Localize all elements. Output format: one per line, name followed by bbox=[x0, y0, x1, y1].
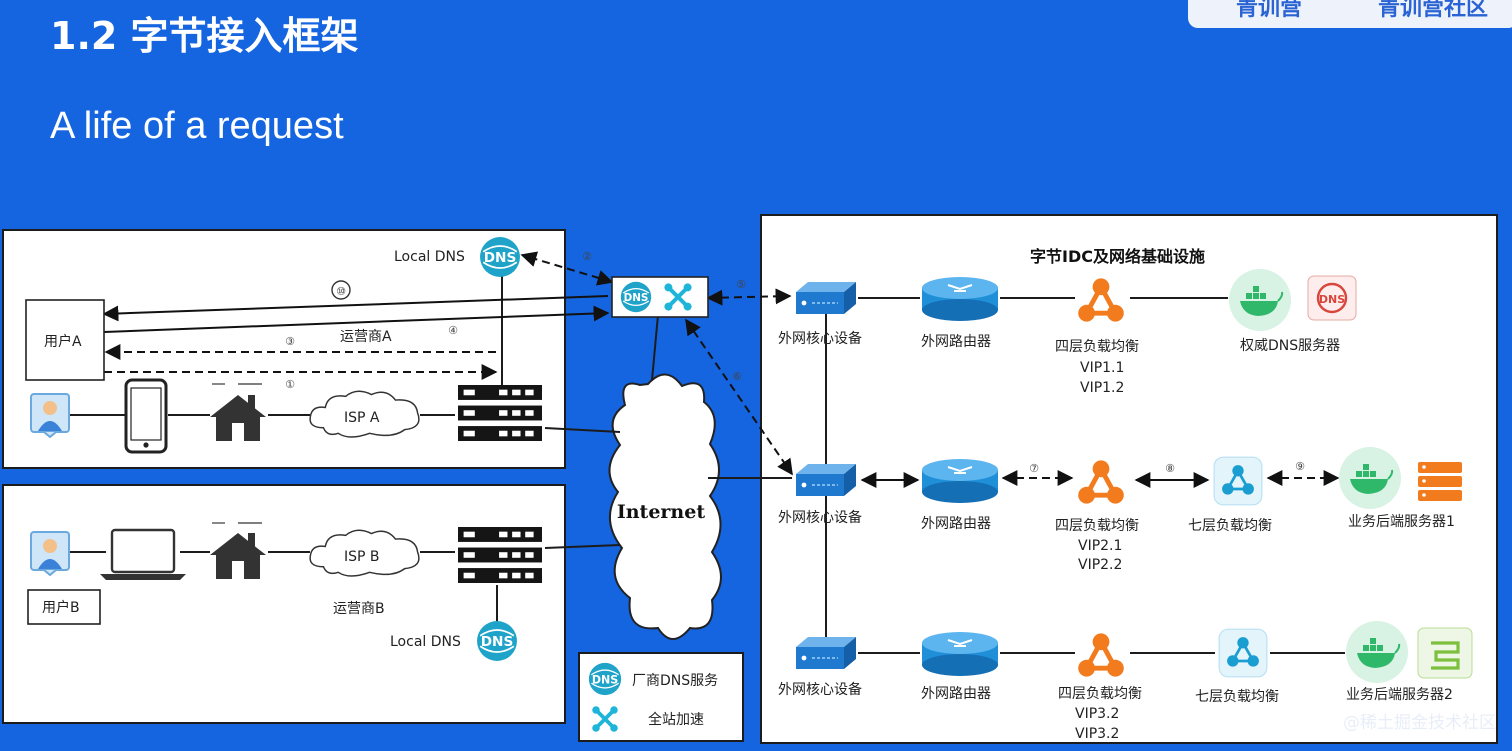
user-a-person-icon bbox=[30, 392, 70, 438]
step-10-label: ⑩ bbox=[336, 285, 346, 298]
slide-title: 1.2 字节接入框架 bbox=[50, 14, 359, 58]
legend-accel-icon bbox=[590, 704, 620, 734]
row3-vip-a: VIP3.2 bbox=[1075, 706, 1119, 722]
row2-l7-label: 七层负载均衡 bbox=[1188, 518, 1272, 534]
step-9-label: ⑨ bbox=[1295, 460, 1305, 473]
user-b-box bbox=[27, 589, 101, 625]
laptop-icon bbox=[100, 528, 186, 580]
l4-lb-1-icon bbox=[1078, 278, 1124, 321]
step-8-label: ⑧ bbox=[1165, 462, 1175, 475]
step-7-label: ⑦ bbox=[1029, 462, 1039, 475]
core-switch-1-icon bbox=[795, 281, 857, 315]
l7-lb-2-icon bbox=[1212, 456, 1264, 506]
row3-vip-b: VIP3.2 bbox=[1075, 726, 1119, 742]
house-icon-b bbox=[210, 533, 266, 579]
step-3-label: ③ bbox=[285, 335, 295, 348]
dns-server-icon: DNS bbox=[1307, 275, 1357, 321]
docker-3-icon bbox=[1345, 620, 1409, 684]
row1-vip-b: VIP1.2 bbox=[1080, 380, 1124, 396]
row2-vip-a: VIP2.1 bbox=[1078, 538, 1122, 554]
idc-title: 字节IDC及网络基础设施 bbox=[1030, 247, 1205, 266]
user-b-person-icon bbox=[30, 530, 70, 576]
step-5-label: ⑤ bbox=[736, 278, 746, 291]
smartphone-icon bbox=[124, 378, 168, 454]
carrier-b-label: 运营商B bbox=[333, 601, 385, 617]
l4-lb-2-icon bbox=[1078, 460, 1124, 503]
svg-text:DNS: DNS bbox=[1319, 293, 1345, 306]
core-switch-3-icon bbox=[795, 636, 857, 670]
core-switch-2-icon bbox=[795, 463, 857, 497]
router-3-icon bbox=[921, 631, 999, 677]
row1-core-label: 外网核心设备 bbox=[778, 330, 862, 347]
row3-router-label: 外网路由器 bbox=[921, 686, 991, 702]
row2-core-label: 外网核心设备 bbox=[778, 509, 862, 526]
row1-l4-label: 四层负载均衡 bbox=[1055, 339, 1139, 355]
house-icon-a bbox=[210, 395, 266, 441]
step-1-label: ① bbox=[285, 378, 295, 391]
row2-l4-label: 四层负载均衡 bbox=[1055, 518, 1139, 534]
local-dns-a-label: Local DNS bbox=[394, 249, 465, 265]
row2-vip-b: VIP2.2 bbox=[1078, 557, 1122, 573]
local-dns-b-label: Local DNS bbox=[390, 634, 461, 650]
row3-core-label: 外网核心设备 bbox=[778, 681, 862, 698]
user-a-label: 用户A bbox=[44, 333, 82, 350]
badge-left-text: 青训营 bbox=[1236, 0, 1303, 21]
row2-backend-label: 业务后端服务器1 bbox=[1348, 514, 1455, 530]
row1-dns-label: 权威DNS服务器 bbox=[1240, 338, 1340, 354]
badge-right-text: 青训营社区 bbox=[1378, 0, 1489, 21]
local-dns-b-icon bbox=[476, 620, 518, 662]
watermark: @稀土掘金技术社区 bbox=[1343, 713, 1496, 733]
isp-a-server-rack-icon bbox=[458, 385, 542, 441]
router-2-icon bbox=[921, 458, 999, 504]
isp-b-server-rack-icon bbox=[458, 527, 542, 583]
row1-vip-a: VIP1.1 bbox=[1080, 360, 1124, 376]
legend-accel-label: 全站加速 bbox=[648, 711, 704, 728]
row3-backend-label: 业务后端服务器2 bbox=[1346, 687, 1453, 703]
legend-dns-icon bbox=[588, 662, 622, 696]
backend-server-1-icon bbox=[1418, 462, 1462, 501]
vendor-dns-icon bbox=[620, 281, 652, 313]
local-dns-a-icon bbox=[479, 236, 521, 278]
legend-dns-label: 厂商DNS服务 bbox=[632, 673, 718, 689]
router-1-icon bbox=[921, 276, 999, 322]
isp-a-label: ISP A bbox=[344, 410, 380, 426]
internet-label: Internet bbox=[617, 501, 705, 523]
step-4-label: ④ bbox=[448, 324, 458, 337]
row3-l4-label: 四层负载均衡 bbox=[1058, 686, 1142, 702]
user-b-label: 用户B bbox=[42, 599, 80, 616]
step-6-label: ⑥ bbox=[732, 370, 742, 383]
l7-lb-3-icon bbox=[1217, 628, 1269, 678]
docker-1-icon bbox=[1228, 268, 1292, 332]
step-2-label: ② bbox=[582, 250, 592, 263]
l4-lb-3-icon bbox=[1078, 633, 1124, 676]
isp-b-label: ISP B bbox=[344, 549, 380, 565]
user-a-box bbox=[25, 299, 105, 381]
carrier-a-label: 运营商A bbox=[340, 329, 392, 345]
row3-l7-label: 七层负载均衡 bbox=[1195, 689, 1279, 705]
backend-server-2-icon bbox=[1417, 627, 1473, 679]
slide-subtitle: A life of a request bbox=[50, 105, 344, 147]
docker-2-icon bbox=[1338, 446, 1402, 510]
row2-router-label: 外网路由器 bbox=[921, 516, 991, 532]
top-logo-badge: 青训营 青训营社区 bbox=[1188, 0, 1512, 28]
row1-router-label: 外网路由器 bbox=[921, 334, 991, 350]
